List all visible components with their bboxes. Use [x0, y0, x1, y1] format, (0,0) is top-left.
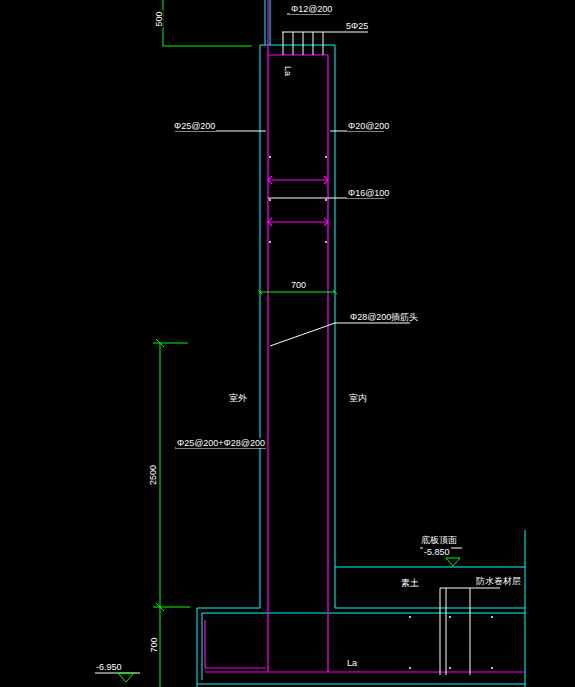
annotation-label: 底板顶面: [420, 535, 458, 545]
annotation-label: 素土: [400, 578, 420, 588]
dimension-text: 500: [154, 10, 164, 27]
annotation-label: Φ12@200: [290, 4, 333, 14]
annotation-label: 700: [290, 280, 307, 290]
annotation-label: Φ28@200插筋头: [349, 312, 419, 322]
annotation-label: 室外: [228, 393, 248, 403]
annotation-label: La: [346, 658, 358, 668]
annotation-label: Φ25@200: [173, 121, 216, 131]
annotation-label: -5.850: [423, 547, 451, 557]
dimension-text: 700: [149, 636, 159, 653]
annotation-label: Φ25@200+Φ28@200: [176, 438, 266, 448]
dimension-text: 2500: [148, 464, 158, 486]
annotation-label: 室内: [348, 393, 368, 403]
annotation-label: 5Φ25: [345, 21, 369, 31]
annotation-label: Φ16@100: [347, 188, 390, 198]
annotation-label: -6.950: [95, 662, 123, 672]
dimension-text: La: [283, 65, 293, 77]
annotation-label: Φ20@200: [347, 121, 390, 131]
annotation-label: 防水卷材层: [475, 576, 522, 586]
